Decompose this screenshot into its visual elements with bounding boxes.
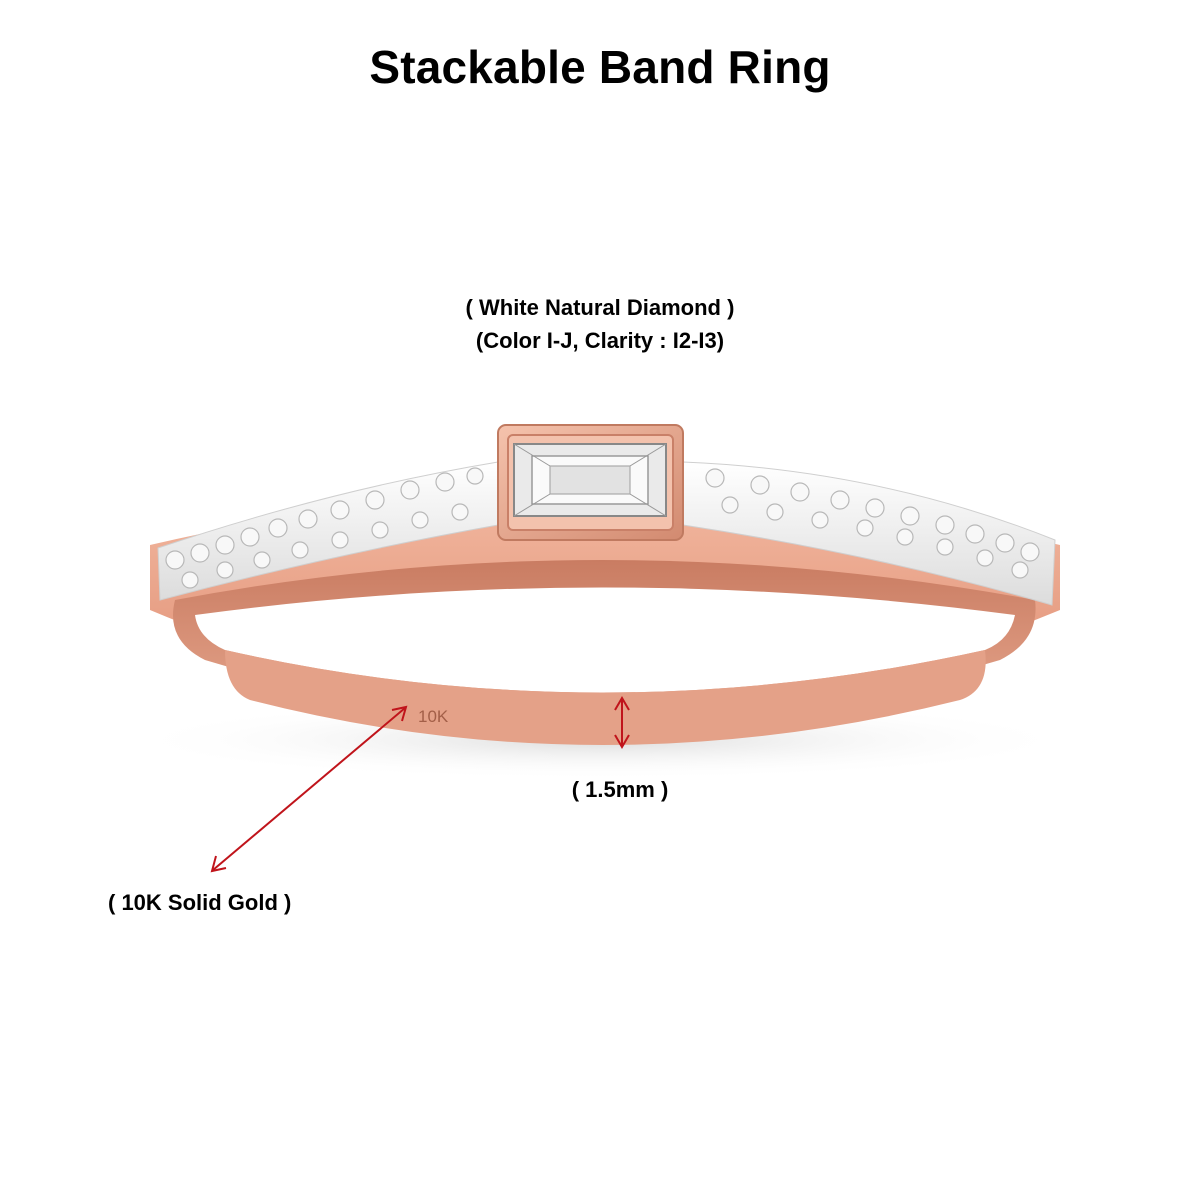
- ring-inner-wall: [225, 650, 986, 745]
- metal-label: ( 10K Solid Gold ): [108, 890, 292, 915]
- metal-stamp: 10K: [418, 707, 449, 726]
- width-arrow: [614, 696, 630, 749]
- baguette-diamond: [513, 443, 667, 517]
- stone-label-line1: ( White Natural Diamond ): [465, 295, 735, 320]
- width-label: ( 1.5mm ): [571, 777, 669, 802]
- ring-interior: [195, 587, 1015, 693]
- stone-label-line2: (Color I-J, Clarity : I2-I3): [475, 328, 725, 353]
- pave-diamonds-left: [165, 467, 484, 589]
- product-title: Stackable Band Ring: [369, 41, 831, 93]
- metal-pointer-arrow: [210, 705, 408, 873]
- pave-diamonds-right: [705, 468, 1040, 579]
